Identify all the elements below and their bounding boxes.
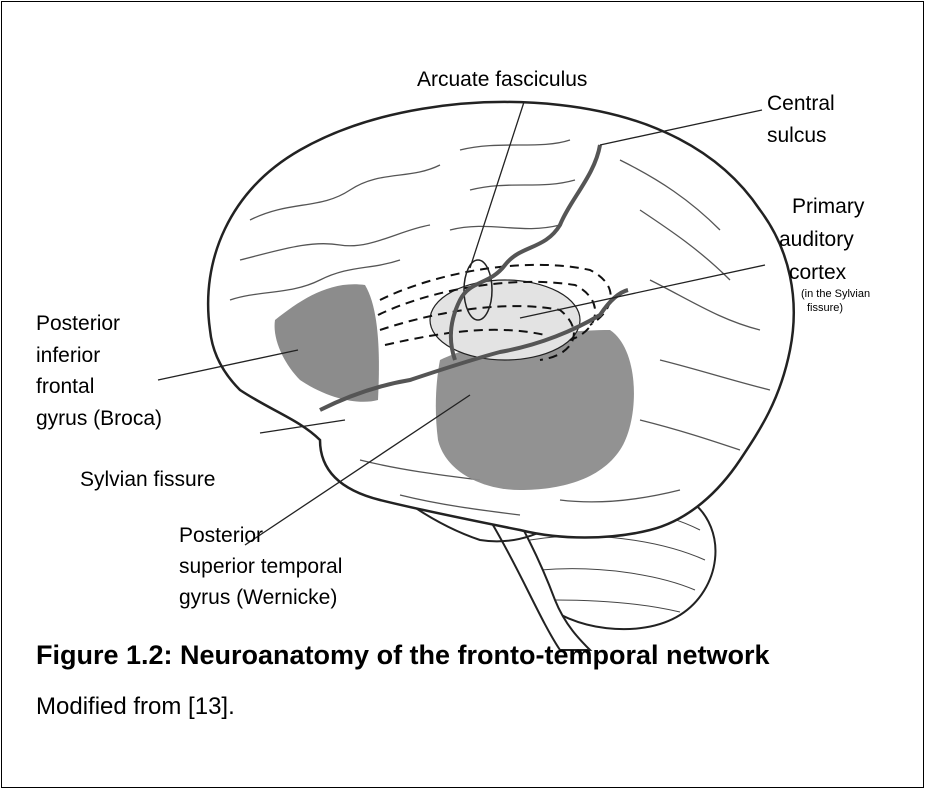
wernicke-label-line2: superior temporal: [179, 553, 342, 580]
broca-label-line4: gyrus (Broca): [36, 405, 162, 432]
figure-caption-title: Figure 1.2: Neuroanatomy of the fronto-t…: [36, 640, 770, 671]
broca-label-line1: Posterior: [36, 310, 120, 337]
central-sulcus-label-line1: Central: [767, 90, 835, 117]
wernicke-label-line3: gyrus (Wernicke): [179, 584, 337, 611]
figure-caption-text: Modified from [13].: [36, 693, 235, 721]
primary-auditory-label-line3: cortex: [789, 259, 846, 286]
broca-label-line2: inferior: [36, 342, 100, 369]
wernicke-label-line1: Posterior: [179, 522, 263, 549]
primary-auditory-label-line2: auditory: [779, 226, 854, 253]
primary-auditory-note-line1: (in the Sylvian: [801, 288, 870, 301]
primary-auditory-note-line2: fissure): [807, 302, 843, 315]
arcuate-fasciculus-label: Arcuate fasciculus: [417, 66, 587, 93]
broca-label-line3: frontal: [36, 373, 94, 400]
sylvian-fissure-label: Sylvian fissure: [80, 466, 215, 493]
central-sulcus-label-line2: sulcus: [767, 122, 827, 149]
primary-auditory-label-line1: Primary: [792, 193, 864, 220]
